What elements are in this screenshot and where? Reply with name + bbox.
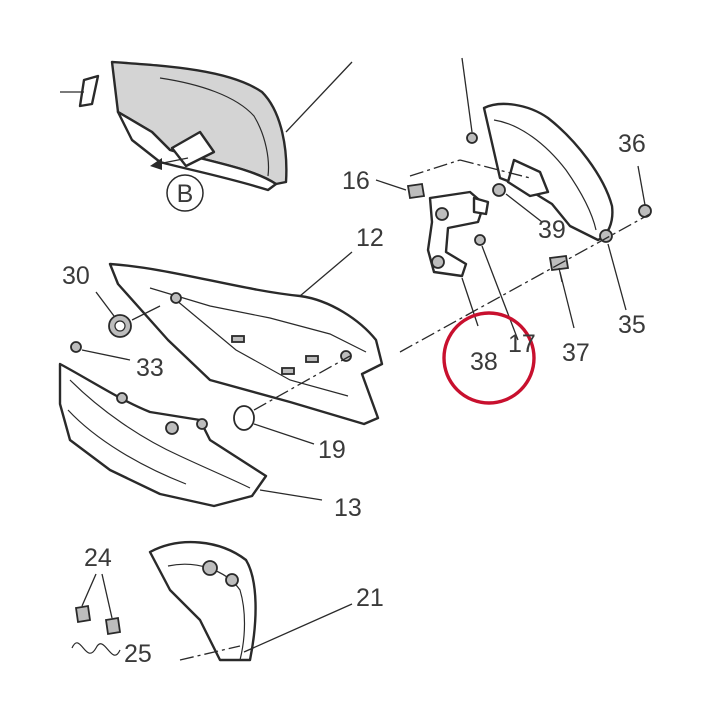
leader-33: [81, 349, 131, 361]
clip-16: [406, 182, 426, 200]
leader-38: [461, 277, 479, 327]
callout-37: 37: [562, 339, 590, 367]
grommet-link: [131, 305, 161, 321]
leader-16: [375, 179, 407, 191]
screw-top: [466, 132, 478, 144]
center-line-5: [179, 645, 241, 661]
nut-24b: [104, 616, 122, 636]
grommet-30: [108, 314, 132, 338]
leader-12: [299, 251, 353, 297]
callout-13: 13: [334, 494, 362, 522]
tail-light-13: [58, 362, 268, 508]
callout-25: 25: [124, 640, 152, 668]
nut-24a: [74, 604, 92, 624]
bracket-assembly-part: [426, 190, 490, 278]
callout-30: 30: [62, 262, 90, 290]
leader-21: [243, 603, 353, 653]
tail-panel-12: [108, 262, 384, 426]
leader-36: [637, 165, 646, 206]
screw-36: [638, 204, 652, 218]
wire-25: [71, 642, 121, 656]
leader-37: [559, 271, 575, 329]
lower-panel-21: [148, 541, 257, 662]
callout-17: 17: [508, 330, 536, 358]
leader-17: [481, 245, 519, 341]
grommet-35: [599, 229, 613, 243]
leader-24b: [101, 573, 113, 619]
view-b-marker: B: [166, 174, 204, 212]
fairing-leader: [285, 61, 353, 133]
callout-19: 19: [318, 436, 346, 464]
callout-36: 36: [618, 130, 646, 158]
nut-39: [492, 183, 506, 197]
callout-39: 39: [538, 216, 566, 244]
center-line-2: [459, 159, 531, 179]
center-line-1: [409, 159, 461, 177]
center-line-4: [253, 355, 351, 411]
screw-33: [70, 341, 82, 353]
side-cover-part: [482, 102, 614, 242]
highlight-circle: [442, 311, 536, 405]
leader-19: [253, 423, 315, 445]
center-line-3: [399, 213, 651, 353]
leader-39: [505, 193, 543, 223]
leader-13: [259, 489, 323, 501]
callout-38: 38: [470, 348, 498, 376]
callout-33: 33: [136, 354, 164, 382]
screw-top-leader: [461, 57, 473, 133]
callout-21: 21: [356, 584, 384, 612]
arrow-b-pointer: [150, 130, 216, 170]
leader-30: [95, 291, 115, 317]
leader-35: [607, 243, 627, 311]
leader-24a: [81, 573, 97, 607]
clip-part: [78, 74, 100, 108]
callout-35: 35: [618, 311, 646, 339]
view-b-label: B: [177, 180, 194, 208]
cap-19: [233, 405, 255, 431]
callout-12: 12: [356, 224, 384, 252]
screw-17: [474, 234, 486, 246]
callout-16: 16: [342, 167, 370, 195]
callout-24: 24: [84, 544, 112, 572]
front-fairing-part: [110, 60, 288, 192]
bolt-37: [548, 254, 570, 283]
